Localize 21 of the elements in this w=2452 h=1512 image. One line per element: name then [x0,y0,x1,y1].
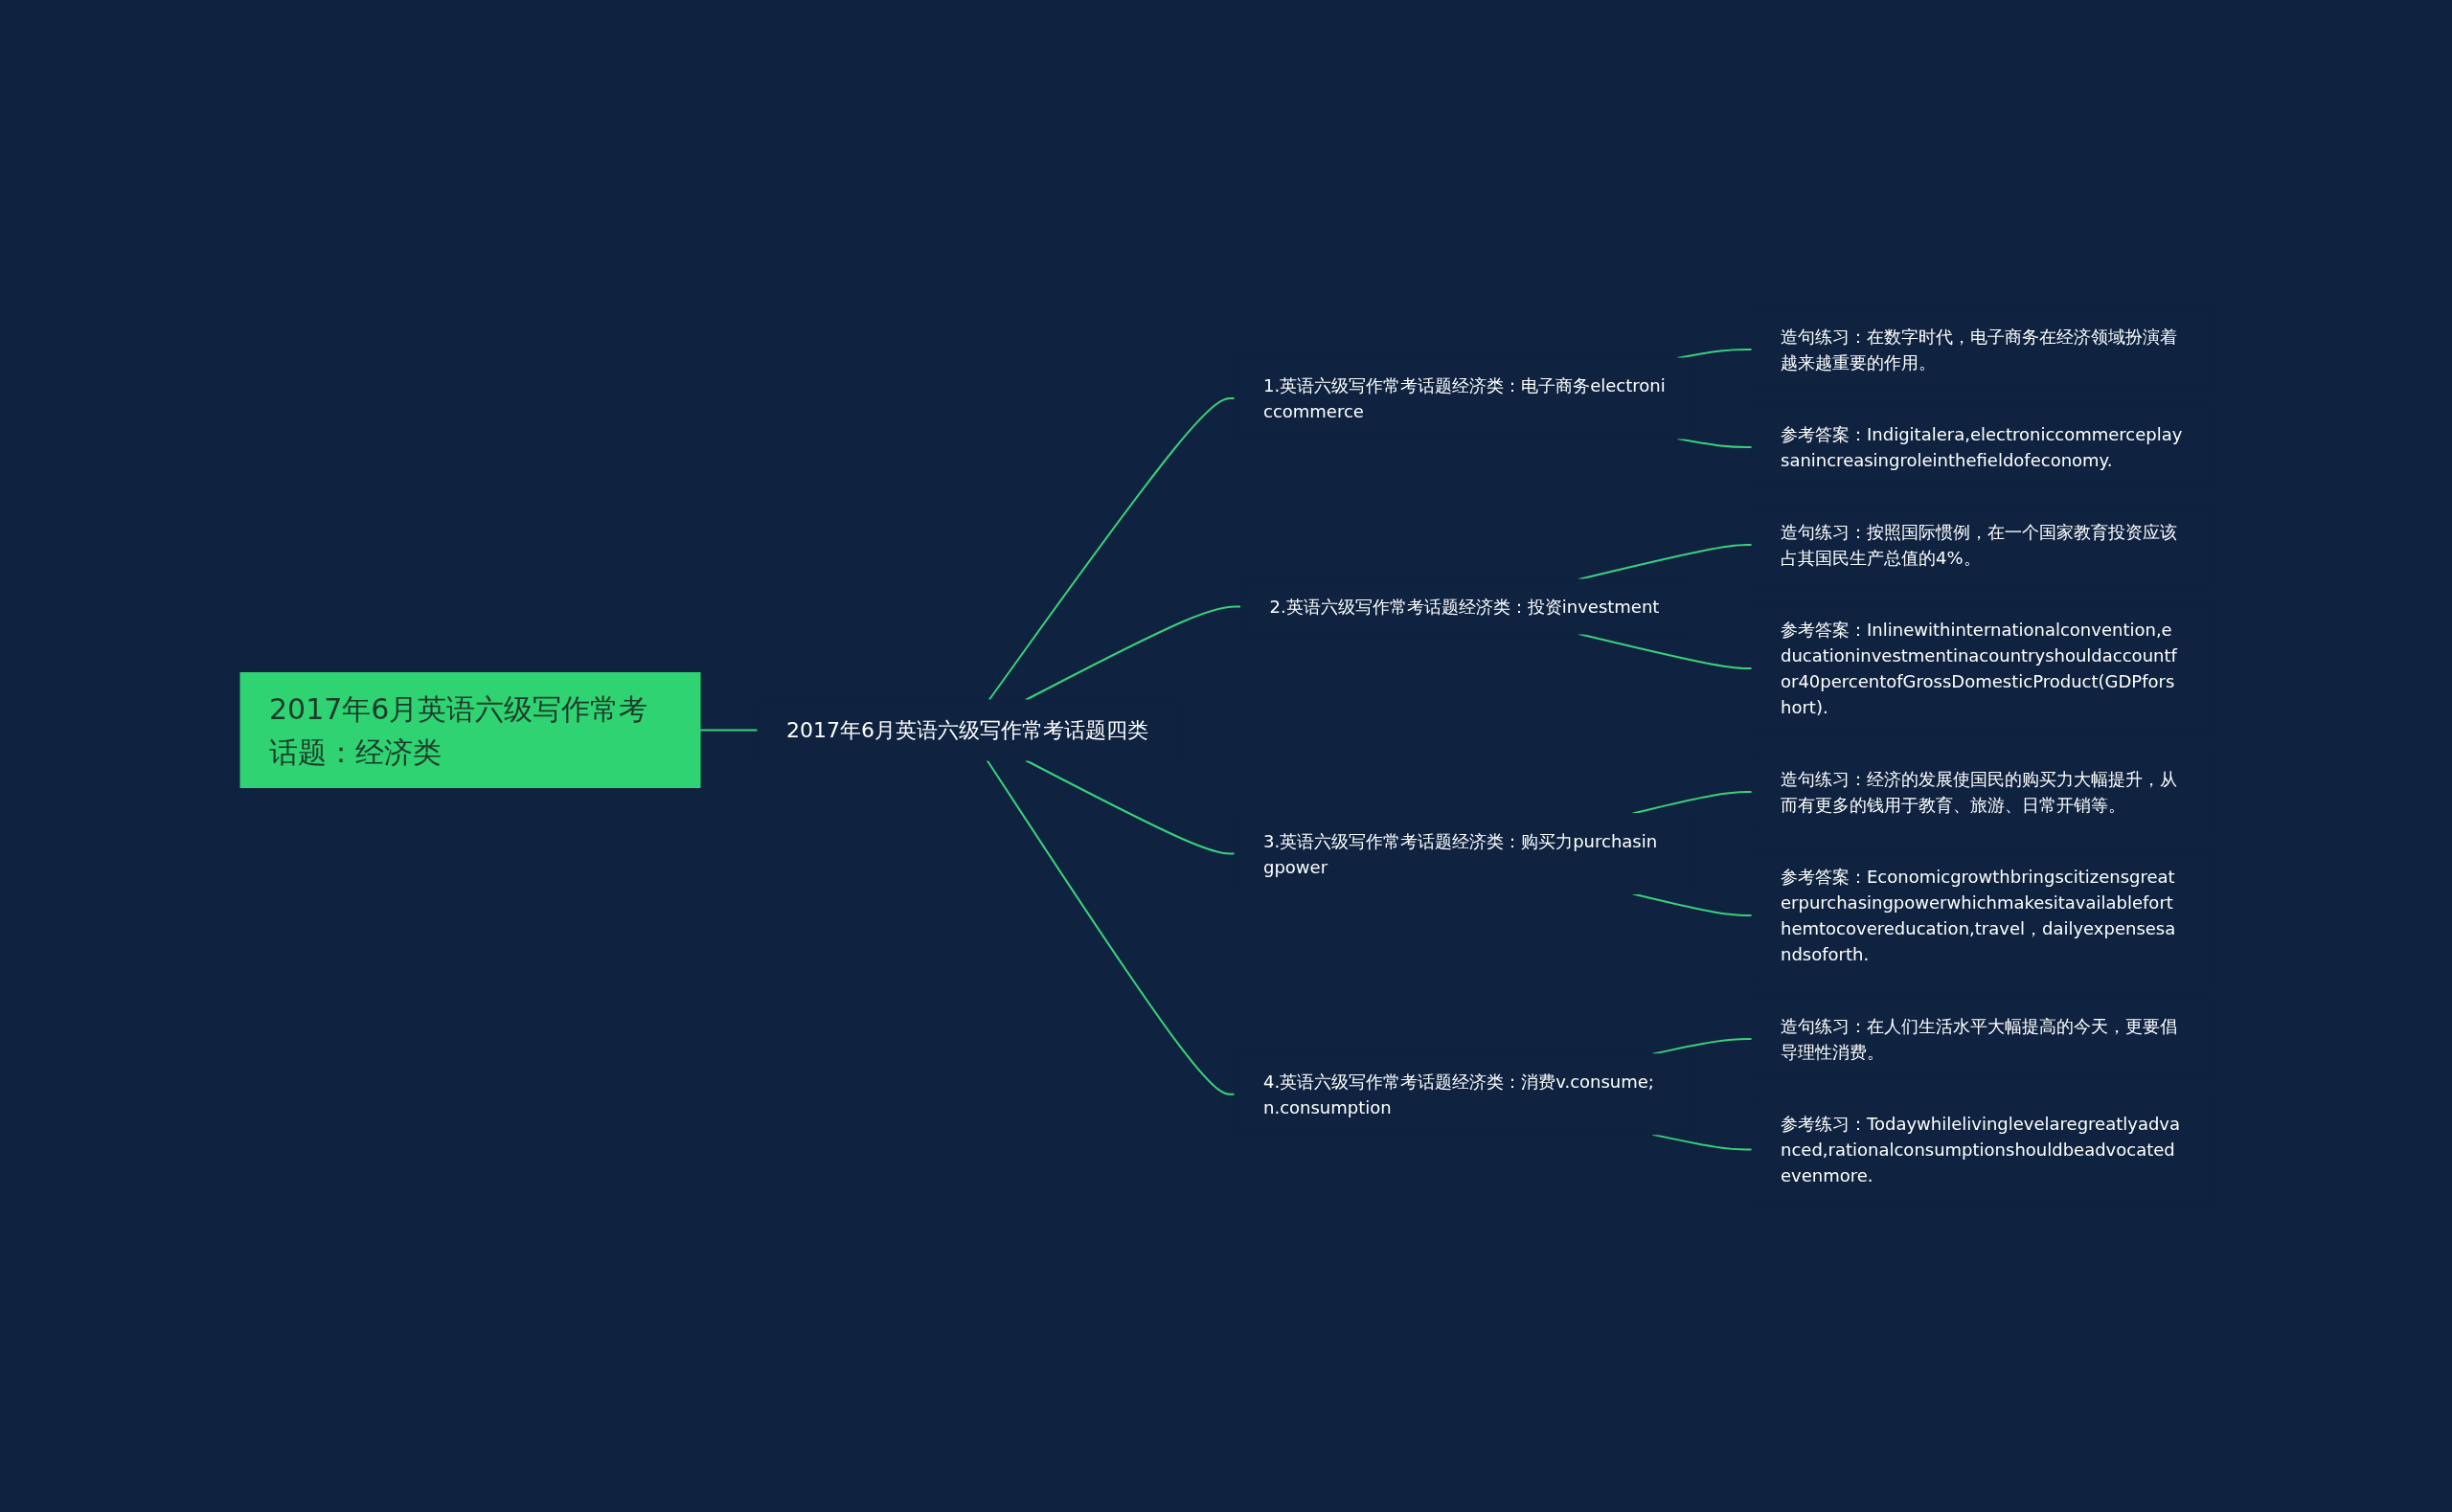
connector [699,729,759,732]
connector [1024,605,1242,701]
node-text: 造句练习：按照国际惯例，在一个国家教育投资应该占其国民生产总值的4%。 [1781,522,2177,568]
connector [988,397,1236,701]
node-text: 造句练习：经济的发展使国民的购买力大幅提升，从而有更多的钱用于教育、旅游、日常开销等。 [1781,769,2177,815]
node-text: 造句练习：在人们生活水平大幅提高的今天，更要倡导理性消费。 [1781,1016,2177,1062]
node-text: 参考答案：Inlinewithinternationalconvention,educationinvestmentinacountryshouldaccountfor40percentofGrossDomesticProduct(GDPforshort). [1781,620,2177,717]
connector [1651,1133,1753,1151]
node-text: 造句练习：在数字时代，电子商务在经济领域扮演着越来越重要的作用。 [1781,327,2177,372]
node-text: 3.英语六级写作常考话题经济类：购买力purchasingpower [1263,830,1658,877]
connector [1024,759,1236,855]
node-text: 参考答案：Indigitalera,electroniccommerceplaysanincreasingroleinthefieldofeconomy. [1781,424,2183,470]
node-text: 2.英语六级写作常考话题经济类：投资investment [1269,597,1660,617]
connector [1578,544,1753,580]
node-box: 2017年6月英语六级写作常考话题：经济类 [239,672,701,788]
node-text: 参考答案：Economicgrowthbringscitizensgreaterpurchasingpowerwhichmakesitavailableforthemtocovereducation,travel，dailyexpensesandsoforth. [1781,867,2176,964]
node-text: 1.英语六级写作常考话题经济类：电子商务electroniccommerce [1263,375,1666,421]
node-text: 参考练习：Todaywhilelivinglevelaregreatlyadvanced,rationalconsumptionshouldbeadvocatedevenmore. [1781,1114,2181,1185]
node-text: 2017年6月英语六级写作常考话题四类 [786,718,1148,742]
connector [986,759,1236,1095]
node-text: 4.英语六级写作常考话题经济类：消费v.consume;n.consumption [1263,1071,1654,1117]
